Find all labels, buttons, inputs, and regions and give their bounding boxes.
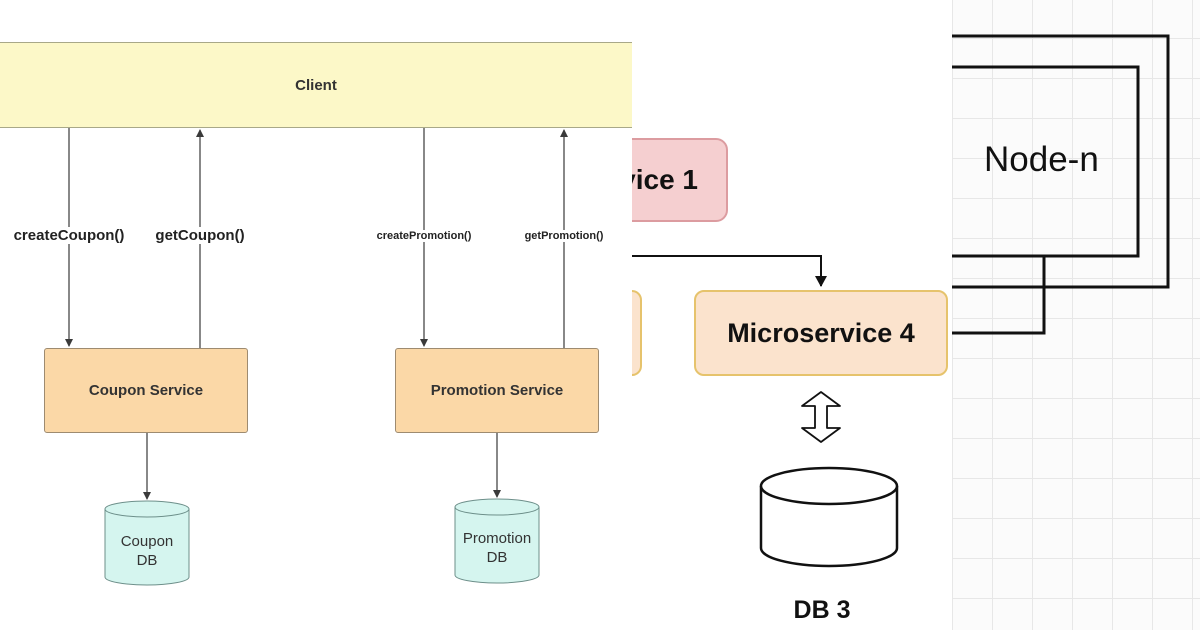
microservice-4-label: Microservice 4 xyxy=(727,317,915,348)
panel-b-connectors xyxy=(632,255,899,568)
get-promotion-label: getPromotion() xyxy=(524,230,604,242)
node-n-label: Node-n xyxy=(984,140,1099,179)
outer-node-frame xyxy=(952,34,1170,289)
node-connector xyxy=(952,256,1046,335)
microservice-4-node: Microservice 4 xyxy=(694,290,948,376)
promotion-db-label: Promotion DB xyxy=(455,529,539,567)
client-label: Client xyxy=(295,76,337,94)
microservice-1-node: vice 1 xyxy=(632,138,728,222)
node-diagram: Node-n xyxy=(952,0,1200,630)
edge-to-microservice-4 xyxy=(632,255,827,287)
coupon-service-node: Coupon Service xyxy=(44,348,248,433)
promotion-service-label: Promotion Service xyxy=(430,382,564,399)
create-coupon-label: createCoupon() xyxy=(13,227,125,244)
db3-cylinder xyxy=(759,466,899,568)
microservices-diagram: vice 1 Microservice 4 DB 3 xyxy=(632,0,952,630)
client-node: Client xyxy=(0,42,632,128)
microservice-partial-node xyxy=(632,290,642,376)
coupon-db-label-line2: DB xyxy=(136,552,158,569)
panel-c-shapes xyxy=(952,34,1170,335)
promotion-db-label-line1: Promotion xyxy=(462,530,532,547)
promotion-db-label-line2: DB xyxy=(486,549,508,566)
panel-a-connectors xyxy=(65,128,568,586)
coupon-service-label: Coupon Service xyxy=(88,382,204,399)
db3-label: DB 3 xyxy=(793,596,851,624)
bidirectional-arrow-icon xyxy=(801,391,841,443)
microservice-1-label: vice 1 xyxy=(632,164,698,195)
coupon-db-cylinder xyxy=(104,500,190,586)
create-promotion-label: createPromotion() xyxy=(376,230,472,242)
promotion-db-cylinder xyxy=(454,498,540,584)
coupon-db-label: Coupon DB xyxy=(105,532,189,570)
coupon-db-label-line1: Coupon xyxy=(120,533,174,550)
promotion-service-node: Promotion Service xyxy=(395,348,599,433)
coupon-promotion-diagram: Client Coupon Service Promotion Service … xyxy=(0,42,632,586)
get-coupon-label: getCoupon() xyxy=(155,227,245,244)
